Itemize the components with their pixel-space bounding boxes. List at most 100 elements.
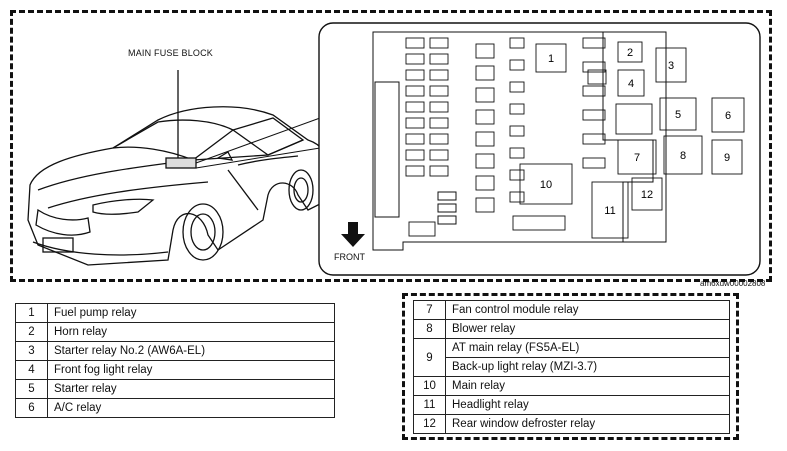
relay-5: [659, 97, 697, 131]
fuse-slot: [429, 149, 449, 161]
fuse-slot: [429, 85, 449, 97]
fuse-slot: [509, 37, 525, 49]
legend-number: 3: [15, 341, 48, 361]
legend-number: 1: [15, 303, 48, 323]
fuse-strip-left: [374, 81, 400, 218]
fuse-slot: [587, 69, 607, 85]
main-fuse-block-label: MAIN FUSE BLOCK: [128, 48, 214, 58]
fuse-slot: [405, 165, 425, 177]
fuse-slot: [509, 125, 525, 137]
legend-label: Fan control module relay: [445, 300, 730, 320]
legend-label: Horn relay: [47, 322, 335, 342]
fuse-slot: [408, 221, 436, 237]
fuse-slot: [475, 109, 495, 125]
fuse-slot: [405, 117, 425, 129]
legend-number: 12: [413, 414, 446, 434]
legend-number: 10: [413, 376, 446, 396]
legend-label: Front fog light relay: [47, 360, 335, 380]
fuse-slot: [405, 101, 425, 113]
legend-label: AT main relay (FS5A-EL): [445, 338, 730, 358]
relay-3: [655, 47, 687, 83]
front-label: FRONT: [334, 252, 365, 262]
fuse-slot: [582, 157, 606, 169]
diagram-frame: [10, 10, 772, 282]
fuse-slot: [429, 117, 449, 129]
fuse-slot: [429, 133, 449, 145]
legend-frame-right: [402, 293, 739, 440]
legend-label: Starter relay No.2 (AW6A-EL): [47, 341, 335, 361]
fuse-slot: [509, 59, 525, 71]
fuse-slot: [582, 133, 606, 145]
legend-number: 5: [15, 379, 48, 399]
legend-label: Rear window defroster relay: [445, 414, 730, 434]
fuse-slot: [475, 197, 495, 213]
relay-number: 1: [548, 53, 554, 65]
relay-number: 4: [628, 78, 634, 90]
fuse-slot: [405, 69, 425, 81]
relay-number: 11: [604, 205, 615, 217]
legend-label: Back-up light relay (MZI-3.7): [445, 357, 730, 377]
legend-number: 4: [15, 360, 48, 380]
relay-12: [631, 177, 663, 211]
relay-2: [617, 41, 643, 63]
front-arrow-icon: [341, 222, 365, 247]
legend-number: 9: [413, 338, 446, 377]
relay-8: [663, 135, 703, 175]
relay-number: 3: [668, 60, 674, 72]
fuse-slot: [582, 109, 606, 121]
fuse-slot: [509, 103, 525, 115]
relay-9: [711, 139, 743, 175]
fuse-slot: [429, 101, 449, 113]
relay-1: [535, 43, 567, 73]
relay-4: [617, 69, 645, 97]
fuse-slot: [582, 85, 606, 97]
fuse-slot: [512, 215, 566, 231]
car-illustration: [27, 70, 331, 266]
legend-number: 11: [413, 395, 446, 415]
fuse-slot: [405, 133, 425, 145]
legend-number: 7: [413, 300, 446, 320]
relay-number: 10: [540, 179, 552, 191]
fuse-slot: [429, 69, 449, 81]
relay-number: 6: [725, 110, 731, 122]
fuse-slot: [429, 37, 449, 49]
fuse-slot: [405, 53, 425, 65]
fuse-slot: [475, 131, 495, 147]
fuse-slot: [437, 191, 457, 201]
small-fuse-grid: [405, 37, 653, 237]
legend-row: Back-up light relay (MZI-3.7): [414, 357, 730, 377]
legend-label: Starter relay: [47, 379, 335, 399]
relay-11: [591, 181, 629, 239]
legend-number: 2: [15, 322, 48, 342]
relay-number: 2: [627, 47, 633, 59]
fuse-slot: [437, 203, 457, 213]
relay-number: 8: [680, 150, 686, 162]
fuse-slot: [429, 165, 449, 177]
fuse-slot: [405, 85, 425, 97]
legend-label: Fuel pump relay: [47, 303, 335, 323]
fuse-slot: [509, 169, 525, 181]
relay-6: [711, 97, 745, 133]
fuse-slot: [475, 153, 495, 169]
legend-label: Headlight relay: [445, 395, 730, 415]
fuse-slot: [582, 61, 606, 73]
relay-number: 9: [724, 152, 730, 164]
legend-label: Main relay: [445, 376, 730, 396]
fuse-slot: [615, 103, 653, 135]
relay-10: [519, 163, 573, 205]
fuse-slot: [582, 37, 606, 49]
fuse-slot: [429, 53, 449, 65]
fuse-block-outline: [318, 22, 761, 276]
